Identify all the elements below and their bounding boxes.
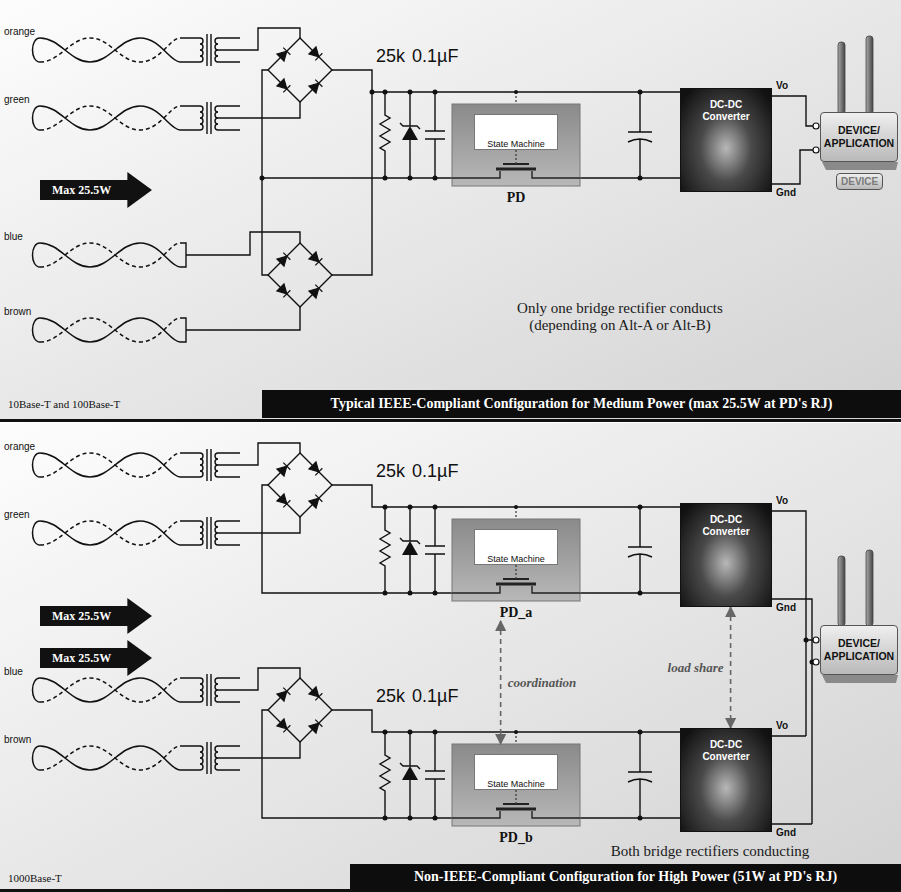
wire xyxy=(180,92,372,342)
node-text: DEVICE/ APPLICATION xyxy=(824,124,894,150)
component-value: 0.1µF xyxy=(412,461,458,482)
terminal-label: Gnd xyxy=(776,187,796,198)
pair-color-label: green xyxy=(4,94,30,105)
top-circuit xyxy=(33,243,181,267)
state-machine-box: State Machine xyxy=(474,754,558,790)
dashed-connector xyxy=(500,621,502,744)
device-terminal xyxy=(813,147,819,153)
junction-dot xyxy=(370,90,375,95)
terminal-label: Vo xyxy=(776,80,788,91)
top-circuit xyxy=(33,318,181,342)
terminal-label: Gnd xyxy=(776,827,796,838)
pair-color-label: blue xyxy=(4,231,23,242)
state-machine-box: State Machine xyxy=(474,529,558,565)
state-machine-box: State Machine xyxy=(474,114,558,150)
antenna xyxy=(838,42,845,114)
junction-dot xyxy=(804,638,809,643)
node-text: DEVICE/ APPLICATION xyxy=(824,637,894,663)
node-text: State Machine xyxy=(475,779,557,789)
component-value: 25k xyxy=(376,46,405,67)
junction-dot xyxy=(260,176,265,181)
pair-color-label: brown xyxy=(4,734,31,745)
panel-rule xyxy=(0,419,901,422)
component-value: 0.1µF xyxy=(412,686,458,707)
terminal-label: Vo xyxy=(776,720,788,731)
node-text: Max 25.5W xyxy=(52,651,111,666)
panel-background xyxy=(0,423,901,892)
component-value: 0.1µF xyxy=(412,46,458,67)
dc-dc-converter: DC-DC Converter xyxy=(680,503,772,607)
pair-color-label: green xyxy=(4,509,30,520)
device-terminal xyxy=(813,637,819,665)
terminal-label: Vo xyxy=(776,495,788,506)
node-text: PD_a xyxy=(452,605,580,621)
device-base xyxy=(822,162,898,170)
output-wire xyxy=(772,511,813,824)
top-circuit xyxy=(33,28,899,342)
component-value: 25k xyxy=(376,686,405,707)
caption-banner: Typical IEEE-Compliant Configuration for… xyxy=(262,390,901,418)
pair-color-label: orange xyxy=(4,441,35,452)
node-text: Max 25.5W xyxy=(52,609,111,624)
device-box: DEVICE/ APPLICATION xyxy=(820,112,898,162)
pair-color-label: orange xyxy=(4,26,35,37)
device-terminal xyxy=(813,637,819,643)
node-text: Max 25.5W xyxy=(52,183,111,198)
node-text: PD_b xyxy=(452,830,580,846)
dashed-connector xyxy=(730,607,732,728)
dc-dc-converter: DC-DC Converter xyxy=(680,728,772,832)
arrow-shape xyxy=(40,640,152,676)
arrow-shape xyxy=(40,172,152,208)
node-text: PD xyxy=(452,190,580,206)
device-terminal xyxy=(813,123,819,153)
note-text: Both bridge rectifiers conducting xyxy=(590,843,830,860)
pair-color-label: brown xyxy=(4,306,31,317)
top-circuit xyxy=(268,243,332,307)
power-arrow: Max 25.5W xyxy=(40,640,152,676)
standard-label: 1000Base-T xyxy=(8,872,62,884)
device-label: DEVICE xyxy=(836,173,883,190)
power-arrow: Max 25.5W xyxy=(40,172,152,208)
component-value: 25k xyxy=(376,461,405,482)
node-text: Typical IEEE-Compliant Configuration for… xyxy=(331,396,833,412)
device-base xyxy=(822,675,898,683)
antenna xyxy=(866,36,873,114)
dc-dc-converter: DC-DC Converter xyxy=(680,88,772,192)
antenna xyxy=(866,550,873,626)
node-text: State Machine xyxy=(475,139,557,149)
device-box: DEVICE/ APPLICATION xyxy=(820,625,898,675)
bottom-circuit xyxy=(33,443,681,601)
panel-background xyxy=(0,0,901,420)
antenna xyxy=(838,556,845,626)
top-circuit xyxy=(33,28,681,186)
output-wire xyxy=(772,96,813,184)
device-terminal xyxy=(813,659,819,665)
note-text: Only one bridge rectifier conducts (depe… xyxy=(495,300,745,334)
caption-banner: Non-IEEE-Compliant Configuration for Hig… xyxy=(350,864,901,890)
node-text: Non-IEEE-Compliant Configuration for Hig… xyxy=(414,869,837,885)
bottom-circuit xyxy=(33,668,681,826)
node-text: State Machine xyxy=(475,554,557,564)
pair-color-label: blue xyxy=(4,666,23,677)
node-text: DC-DC Converter xyxy=(695,739,757,763)
device-terminal xyxy=(813,123,819,129)
connector-label: load share xyxy=(668,660,724,676)
node-text: DC-DC Converter xyxy=(695,99,757,123)
arrow-shape xyxy=(40,598,152,634)
junction-dot xyxy=(260,90,375,181)
pd-controller-box: PD_a State Machine xyxy=(452,519,580,621)
connector-label: coordination xyxy=(508,675,577,691)
standard-label: 10Base-T and 100Base-T xyxy=(8,398,120,410)
node-text: DC-DC Converter xyxy=(695,514,757,538)
power-arrow: Max 25.5W xyxy=(40,598,152,634)
pd-controller-box: PD_b State Machine xyxy=(452,744,580,846)
pd-controller-box: PD State Machine xyxy=(452,104,580,206)
terminal-label: Gnd xyxy=(776,602,796,613)
